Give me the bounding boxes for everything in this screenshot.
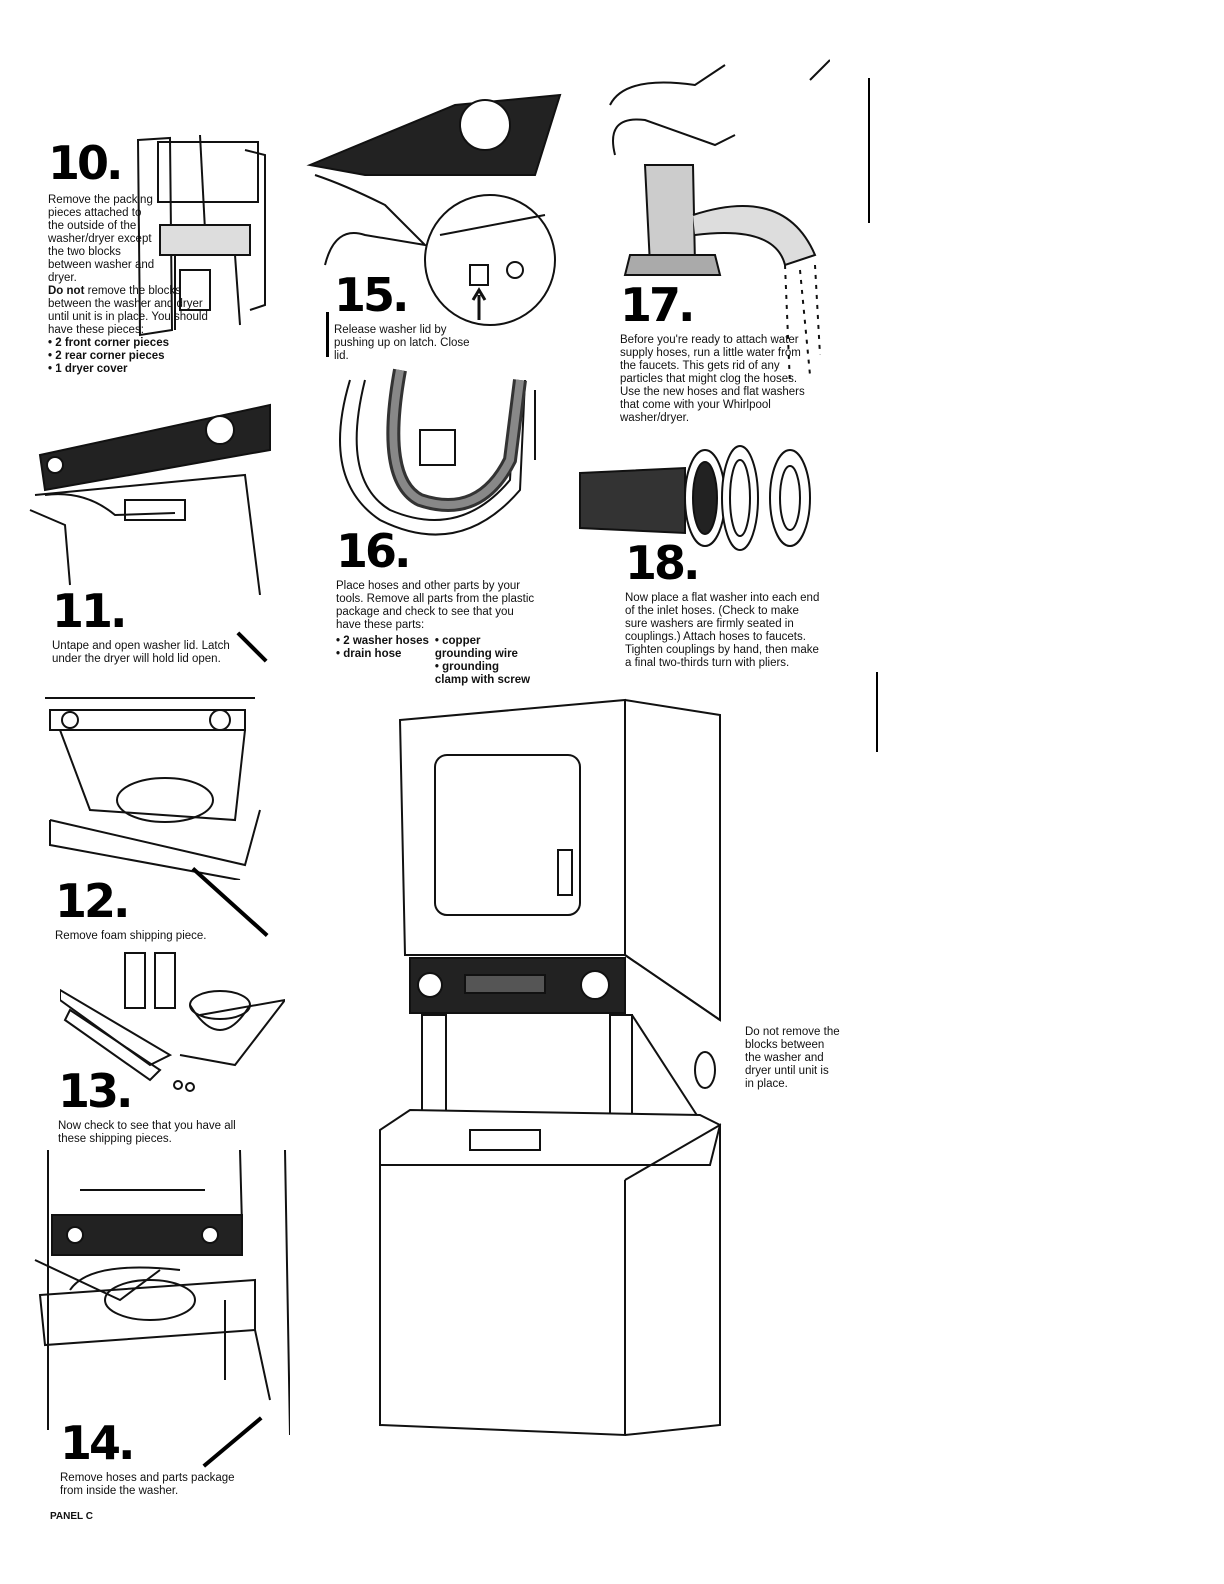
step-14-number: 14. — [60, 1416, 136, 1470]
callout: Do not remove the blocks between the was… — [745, 1026, 840, 1091]
step-16-items-right: copper grounding wire grounding clamp wi… — [435, 635, 535, 687]
step-10-text-2: Do not remove the blocks between the was… — [48, 285, 218, 337]
step-18-text: Now place a flat washer into each end of… — [625, 592, 820, 669]
list-item: drain hose — [336, 648, 429, 661]
step-16: 16. Place hoses and other parts by your … — [336, 528, 541, 687]
step-18: 18. Now place a flat washer into each en… — [625, 540, 820, 670]
step-11-text: Untape and open washer lid. Latch under … — [52, 640, 230, 665]
step-10-number: 10. — [48, 136, 124, 190]
step-13-number: 13. — [58, 1064, 134, 1118]
list-item: 1 dryer cover — [48, 363, 223, 376]
hoses-package-icon — [30, 1150, 290, 1435]
step-10-text-3: remove the blocks between the washer and… — [48, 285, 208, 336]
pointer-line — [236, 631, 268, 663]
step-18-number: 18. — [625, 536, 701, 590]
callout-text: Do not remove the blocks between the was… — [745, 1026, 840, 1090]
step-14-text: Remove hoses and parts package from insi… — [60, 1472, 235, 1497]
open-washer-lid-icon — [25, 395, 275, 595]
step-12: 12. Remove foam shipping piece. — [55, 878, 255, 943]
list-item: grounding clamp with screw — [435, 661, 535, 687]
step-17-text: Before you're ready to attach water supp… — [620, 334, 805, 424]
shipping-pieces-icon — [60, 945, 285, 1095]
list-item: 2 rear corner pieces — [48, 350, 223, 363]
list-item: 2 washer hoses — [336, 635, 429, 648]
foam-shipping-piece-icon — [45, 690, 265, 880]
step-12-number: 12. — [55, 874, 131, 928]
list-item: 2 front corner pieces — [48, 337, 223, 350]
margin-rule — [868, 78, 870, 223]
step-10-text: Remove the packing pieces attached to th… — [48, 194, 155, 284]
margin-rule — [876, 672, 878, 752]
step-16-number: 16. — [336, 524, 412, 578]
step-16-items-left: 2 washer hoses drain hose — [336, 635, 429, 687]
hoses-icon — [320, 360, 550, 550]
step-15-text: Release washer lid by pushing up on latc… — [334, 324, 470, 362]
step-17: 17. Before you're ready to attach water … — [620, 282, 815, 425]
step-10-bold: Do not — [48, 285, 85, 297]
step-13-text: Now check to see that you have all these… — [58, 1120, 236, 1145]
footer-label: PANEL C — [50, 1511, 93, 1522]
step-15: 15. Release washer lid by pushing up on … — [334, 272, 489, 363]
washer-dryer-unit-icon — [370, 690, 730, 1440]
step-15-number: 15. — [334, 268, 410, 322]
pointer-line — [326, 312, 329, 357]
step-13: 13. Now check to see that you have all t… — [58, 1068, 258, 1146]
step-17-number: 17. — [620, 278, 696, 332]
step-11-number: 11. — [52, 584, 128, 638]
faucet-icon — [605, 55, 830, 385]
stacked-unit-packing-icon — [130, 130, 270, 350]
step-16-items: 2 washer hoses drain hose copper groundi… — [336, 635, 541, 687]
step-10-items: 2 front corner pieces 2 rear corner piec… — [48, 337, 223, 376]
step-12-text: Remove foam shipping piece. — [55, 930, 207, 942]
lid-latch-icon — [305, 85, 565, 345]
step-14: 14. Remove hoses and parts package from … — [60, 1420, 255, 1498]
list-item: copper grounding wire — [435, 635, 535, 661]
step-10: 10. Remove the packing pieces attached t… — [48, 140, 223, 376]
step-16-text: Place hoses and other parts by your tool… — [336, 580, 535, 631]
step-11: 11. Untape and open washer lid. Latch un… — [52, 588, 237, 666]
hose-coupling-icon — [575, 438, 820, 553]
